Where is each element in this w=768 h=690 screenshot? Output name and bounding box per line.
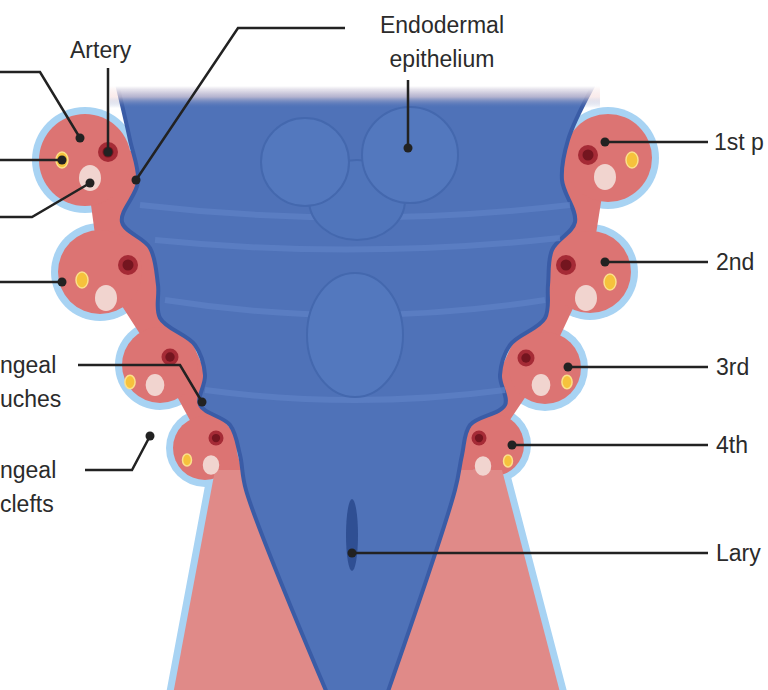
leader-dot [404,144,413,153]
lingual-swelling [362,107,458,203]
leader-line [605,261,708,264]
artery-lumen [475,434,483,442]
part-label: 2nd [716,245,768,279]
leader-dot [58,278,67,287]
part-label: Artery [70,33,160,67]
leader-dot [104,148,113,157]
leader-line [352,552,708,555]
pharyngeal-arch [509,332,581,404]
artery-lumen [521,353,530,362]
artery [578,145,598,165]
leader-line [568,366,708,369]
part-label: 4th [716,428,768,462]
leader-dot [58,156,67,165]
nerve [626,152,638,168]
artery [472,431,487,446]
lingual-swelling [261,118,349,206]
leader-dot [198,398,207,407]
laryngeal-orifice [346,499,358,571]
nerve [56,152,68,168]
artery-lumen [561,260,572,271]
leader-dot [76,134,85,143]
cartilage [203,455,220,475]
leader-line [0,183,90,217]
cartilage [146,374,165,396]
cartilage [95,285,117,311]
pharyngeal-arch [58,230,142,314]
leader-dot [601,258,610,267]
endoderm [118,88,592,690]
leader-line [0,72,80,138]
artery [118,255,138,275]
nerve [504,455,513,467]
leader-dot [508,441,517,450]
leader-line [0,159,62,162]
nerve [76,272,88,288]
leader-line [78,365,202,402]
part-label: Lary [716,536,768,570]
part-label: 1st p [714,125,768,159]
nerve [604,274,616,290]
leader-dot [132,176,141,185]
artery-lumen [123,260,134,271]
pharyngeal-arch [549,231,631,313]
nerve [125,375,135,389]
cartilage [575,285,597,311]
artery [518,350,535,367]
artery [162,349,179,366]
artery-lumen [165,352,174,361]
leader-dot [601,138,610,147]
leader-line [85,436,150,470]
leader-dot [564,363,573,372]
top-fade [110,86,600,108]
copula [307,273,403,397]
artery [556,255,576,275]
part-label: Endodermal epithelium [362,8,522,76]
cartilage [594,164,616,190]
part-label: ngeal clefts [0,453,76,521]
leader-dot [146,432,155,441]
leader-dot [348,549,357,558]
part-label: ngeal uches [0,348,76,416]
leader-line [0,281,62,284]
leader-line [407,80,410,148]
nerve [562,375,572,389]
leader-line [605,141,708,144]
leader-dot [86,179,95,188]
artery-lumen [103,147,114,158]
leader-line [136,28,345,180]
cartilage [475,456,492,476]
part-label: 3rd [716,350,768,384]
leader-line [107,68,110,152]
artery [209,431,224,446]
cartilage [532,374,551,396]
pharyngeal-arch [564,114,652,202]
nerve [183,454,192,466]
leader-line [512,444,708,447]
artery-lumen [583,150,594,161]
artery-lumen [212,434,220,442]
